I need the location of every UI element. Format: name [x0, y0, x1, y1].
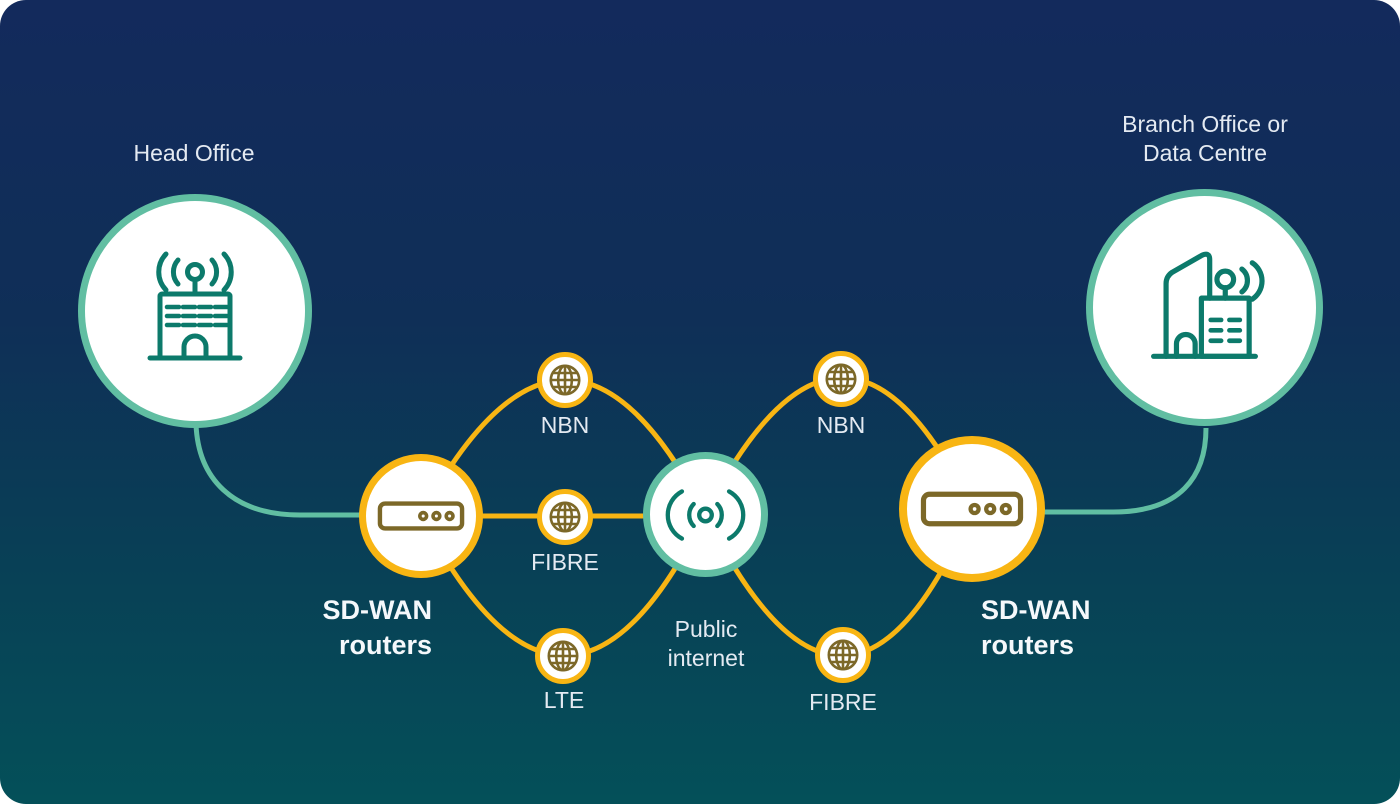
head-office-to-router-line [193, 423, 395, 518]
fibre-left-node [537, 489, 593, 545]
globe-icon [827, 639, 859, 671]
branch-office-label: Branch Office or Data Centre [1122, 110, 1288, 168]
office-building-icon [147, 251, 243, 361]
lte-left-node [535, 628, 591, 684]
sd-wan-router-right-node [899, 436, 1045, 582]
lte-left-label: LTE [543, 687, 585, 713]
fibre-left-label: FIBRE [531, 549, 599, 575]
fibre-right-node [815, 627, 871, 683]
globe-icon [549, 501, 581, 533]
wireless-signal-icon [665, 488, 746, 541]
head-office-label: Head Office [133, 140, 255, 166]
fibre-right-label: FIBRE [809, 689, 877, 715]
public-internet-node [643, 452, 768, 577]
sd-wan-right-line1: SD-WAN [981, 595, 1091, 625]
city-buildings-icon [1151, 251, 1265, 359]
router-icon [920, 491, 1024, 527]
branch-office-node [1086, 189, 1323, 426]
globe-icon [825, 363, 857, 395]
nbn-left-label: NBN [540, 412, 590, 438]
branch-office-label-line1: Branch Office or [1122, 111, 1288, 137]
branch-office-label-line2: Data Centre [1142, 140, 1268, 166]
router-icon [377, 501, 465, 531]
globe-icon [547, 640, 579, 672]
nbn-left-node [537, 352, 593, 408]
sd-wan-router-left-node [359, 454, 483, 578]
sd-wan-routers-right-label: SD-WAN routers [981, 593, 1091, 663]
head-office-node [78, 194, 312, 428]
sd-wan-left-line1: SD-WAN [322, 595, 433, 625]
nbn-right-node [813, 351, 869, 407]
globe-icon [549, 364, 581, 396]
sd-wan-right-line2: routers [981, 630, 1075, 660]
public-internet-label-line1: Public [674, 616, 738, 642]
nbn-right-label: NBN [816, 412, 866, 438]
sd-wan-routers-left-label: SD-WAN routers [323, 593, 433, 663]
sd-wan-left-line2: routers [338, 630, 432, 660]
router-to-branch-office-line [985, 427, 1209, 515]
public-internet-label: Public internet [668, 615, 745, 673]
public-internet-label-line2: internet [667, 645, 745, 671]
